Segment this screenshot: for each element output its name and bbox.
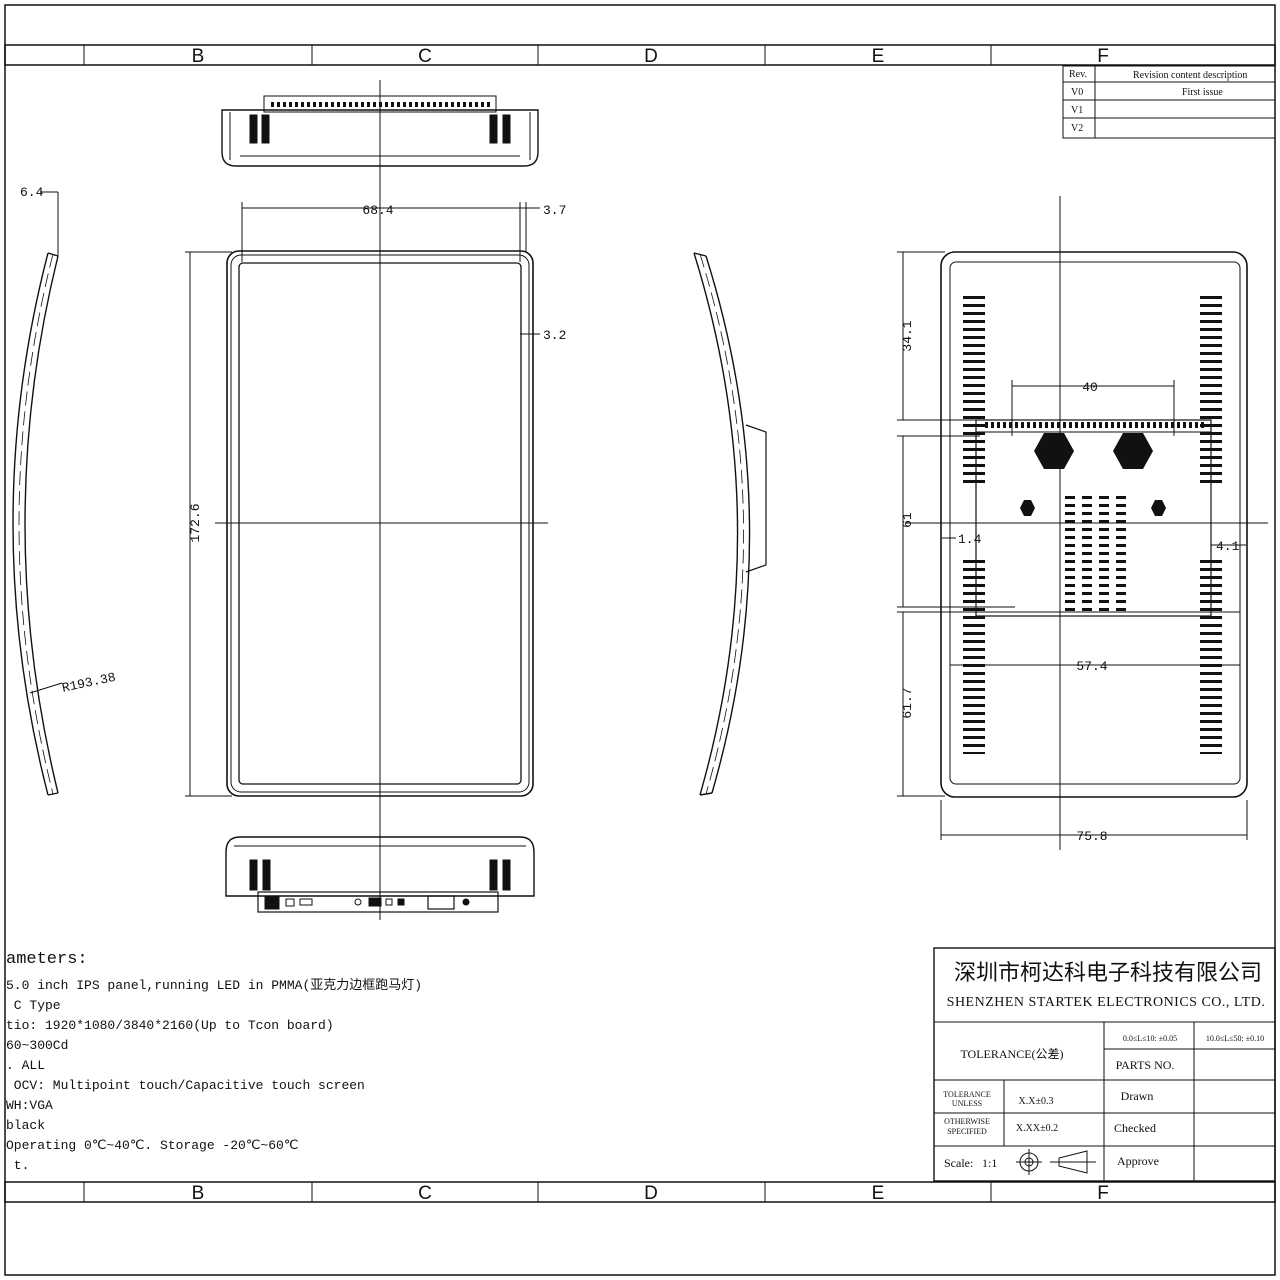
zone-label-c: C xyxy=(418,46,432,67)
parts-no-label: PARTS NO. xyxy=(1116,1058,1175,1072)
dim-rear-mid: 61 xyxy=(900,512,915,528)
tolerance-label: TOLERANCE(公差) xyxy=(960,1047,1063,1061)
drawing-frame xyxy=(4,4,1276,1276)
parameter-line: WH:VGA xyxy=(6,1098,53,1113)
dim-right-offset: 4.1 xyxy=(1216,539,1240,554)
parameter-line: t. xyxy=(6,1158,30,1173)
parameter-line: . ALL xyxy=(6,1058,46,1073)
otherwise-specified-label: SPECIFIED xyxy=(947,1127,987,1136)
otherwise-specified-label: OTHERWISE xyxy=(944,1117,990,1126)
dim-margin-top: 3.7 xyxy=(543,203,566,218)
dim-board-width: 57.4 xyxy=(1076,659,1107,674)
parameter-line: Operating 0℃~40℃. Storage -20℃~60℃ xyxy=(6,1138,299,1153)
parameters-heading: ameters: xyxy=(6,950,88,969)
zone-labels-bottom: B C D E F xyxy=(192,1183,1109,1204)
parameter-line: 5.0 inch IPS panel,running LED in PMMA(亚… xyxy=(6,978,423,993)
rev-v2: V2 xyxy=(1071,123,1083,134)
tolerance-unless-label: UNLESS xyxy=(952,1099,982,1108)
right-curved-side-view xyxy=(693,252,767,796)
tolerance-range-2: 10.0≤L≤50: ±0.10 xyxy=(1206,1034,1264,1043)
rev-v0-desc: First issue xyxy=(1182,87,1223,98)
rear-dimensions xyxy=(897,251,1248,840)
rev-v1: V1 xyxy=(1071,105,1083,116)
zone-label-d: D xyxy=(644,46,658,67)
projection-symbol-icon xyxy=(1016,1149,1096,1175)
scale-value: 1:1 xyxy=(982,1156,997,1170)
zone-label-e: E xyxy=(872,1183,885,1204)
front-dimensions xyxy=(185,202,540,797)
dim-side-edge: 6.4 xyxy=(20,185,44,200)
left-curved-side-view xyxy=(12,191,63,796)
tolerance-range-1: 0.0≤L≤10: ±0.05 xyxy=(1123,1034,1177,1043)
zone-label-b: B xyxy=(192,1183,205,1204)
parameter-line: 60~300Cd xyxy=(6,1038,69,1053)
zone-label-c: C xyxy=(418,1183,432,1204)
checked-label: Checked xyxy=(1114,1121,1156,1135)
parameter-line: C Type xyxy=(6,998,61,1013)
company-name-cn: 深圳市柯达科电子科技有限公司 xyxy=(954,961,1262,986)
dim-rear-bottom: 61.7 xyxy=(900,687,915,718)
dim-height: 172.6 xyxy=(188,503,203,542)
dim-rear-width: 75.8 xyxy=(1076,829,1107,844)
zone-label-b: B xyxy=(192,46,205,67)
rev-v0: V0 xyxy=(1071,87,1083,98)
scale-label: Scale: xyxy=(944,1156,973,1170)
dim-bezel: 3.2 xyxy=(543,328,566,343)
rev-header: Rev. xyxy=(1069,69,1087,80)
approve-label: Approve xyxy=(1117,1154,1159,1168)
revision-table: Rev. Revision content description V0 Fir… xyxy=(1062,65,1276,139)
rear-view xyxy=(940,251,1248,798)
dim-vesa: 40 xyxy=(1082,380,1098,395)
title-block xyxy=(933,947,1276,1182)
parameter-line: black xyxy=(6,1118,46,1133)
dim-radius: R193.38 xyxy=(61,670,118,696)
zone-label-d: D xyxy=(644,1183,658,1204)
dim-left-offset: 1.4 xyxy=(958,532,982,547)
zone-labels-top: B C D E F xyxy=(192,46,1109,67)
zone-label-e: E xyxy=(872,46,885,67)
zone-label-f: F xyxy=(1097,1183,1109,1204)
revision-desc-header: Revision content description xyxy=(1133,70,1247,81)
zone-label-f: F xyxy=(1097,46,1109,67)
company-name-en: SHENZHEN STARTEK ELECTRONICS CO., LTD. xyxy=(947,995,1266,1010)
drawn-label: Drawn xyxy=(1121,1089,1154,1103)
tolerance-x: X.X±0.3 xyxy=(1019,1096,1054,1107)
parameter-line: OCV: Multipoint touch/Capacitive touch s… xyxy=(6,1078,365,1093)
parameters-panel: ameters: 5.0 inch IPS panel,running LED … xyxy=(6,950,476,1176)
tolerance-unless-label: TOLERANCE xyxy=(943,1090,991,1099)
tolerance-xx: X.XX±0.2 xyxy=(1016,1123,1058,1134)
dim-width-top: 68.4 xyxy=(362,203,393,218)
dim-rear-top: 34.1 xyxy=(900,320,915,351)
bottom-edge-view xyxy=(225,836,535,913)
parameter-line: tio: 1920*1080/3840*2160(Up to Tcon boar… xyxy=(6,1018,334,1033)
